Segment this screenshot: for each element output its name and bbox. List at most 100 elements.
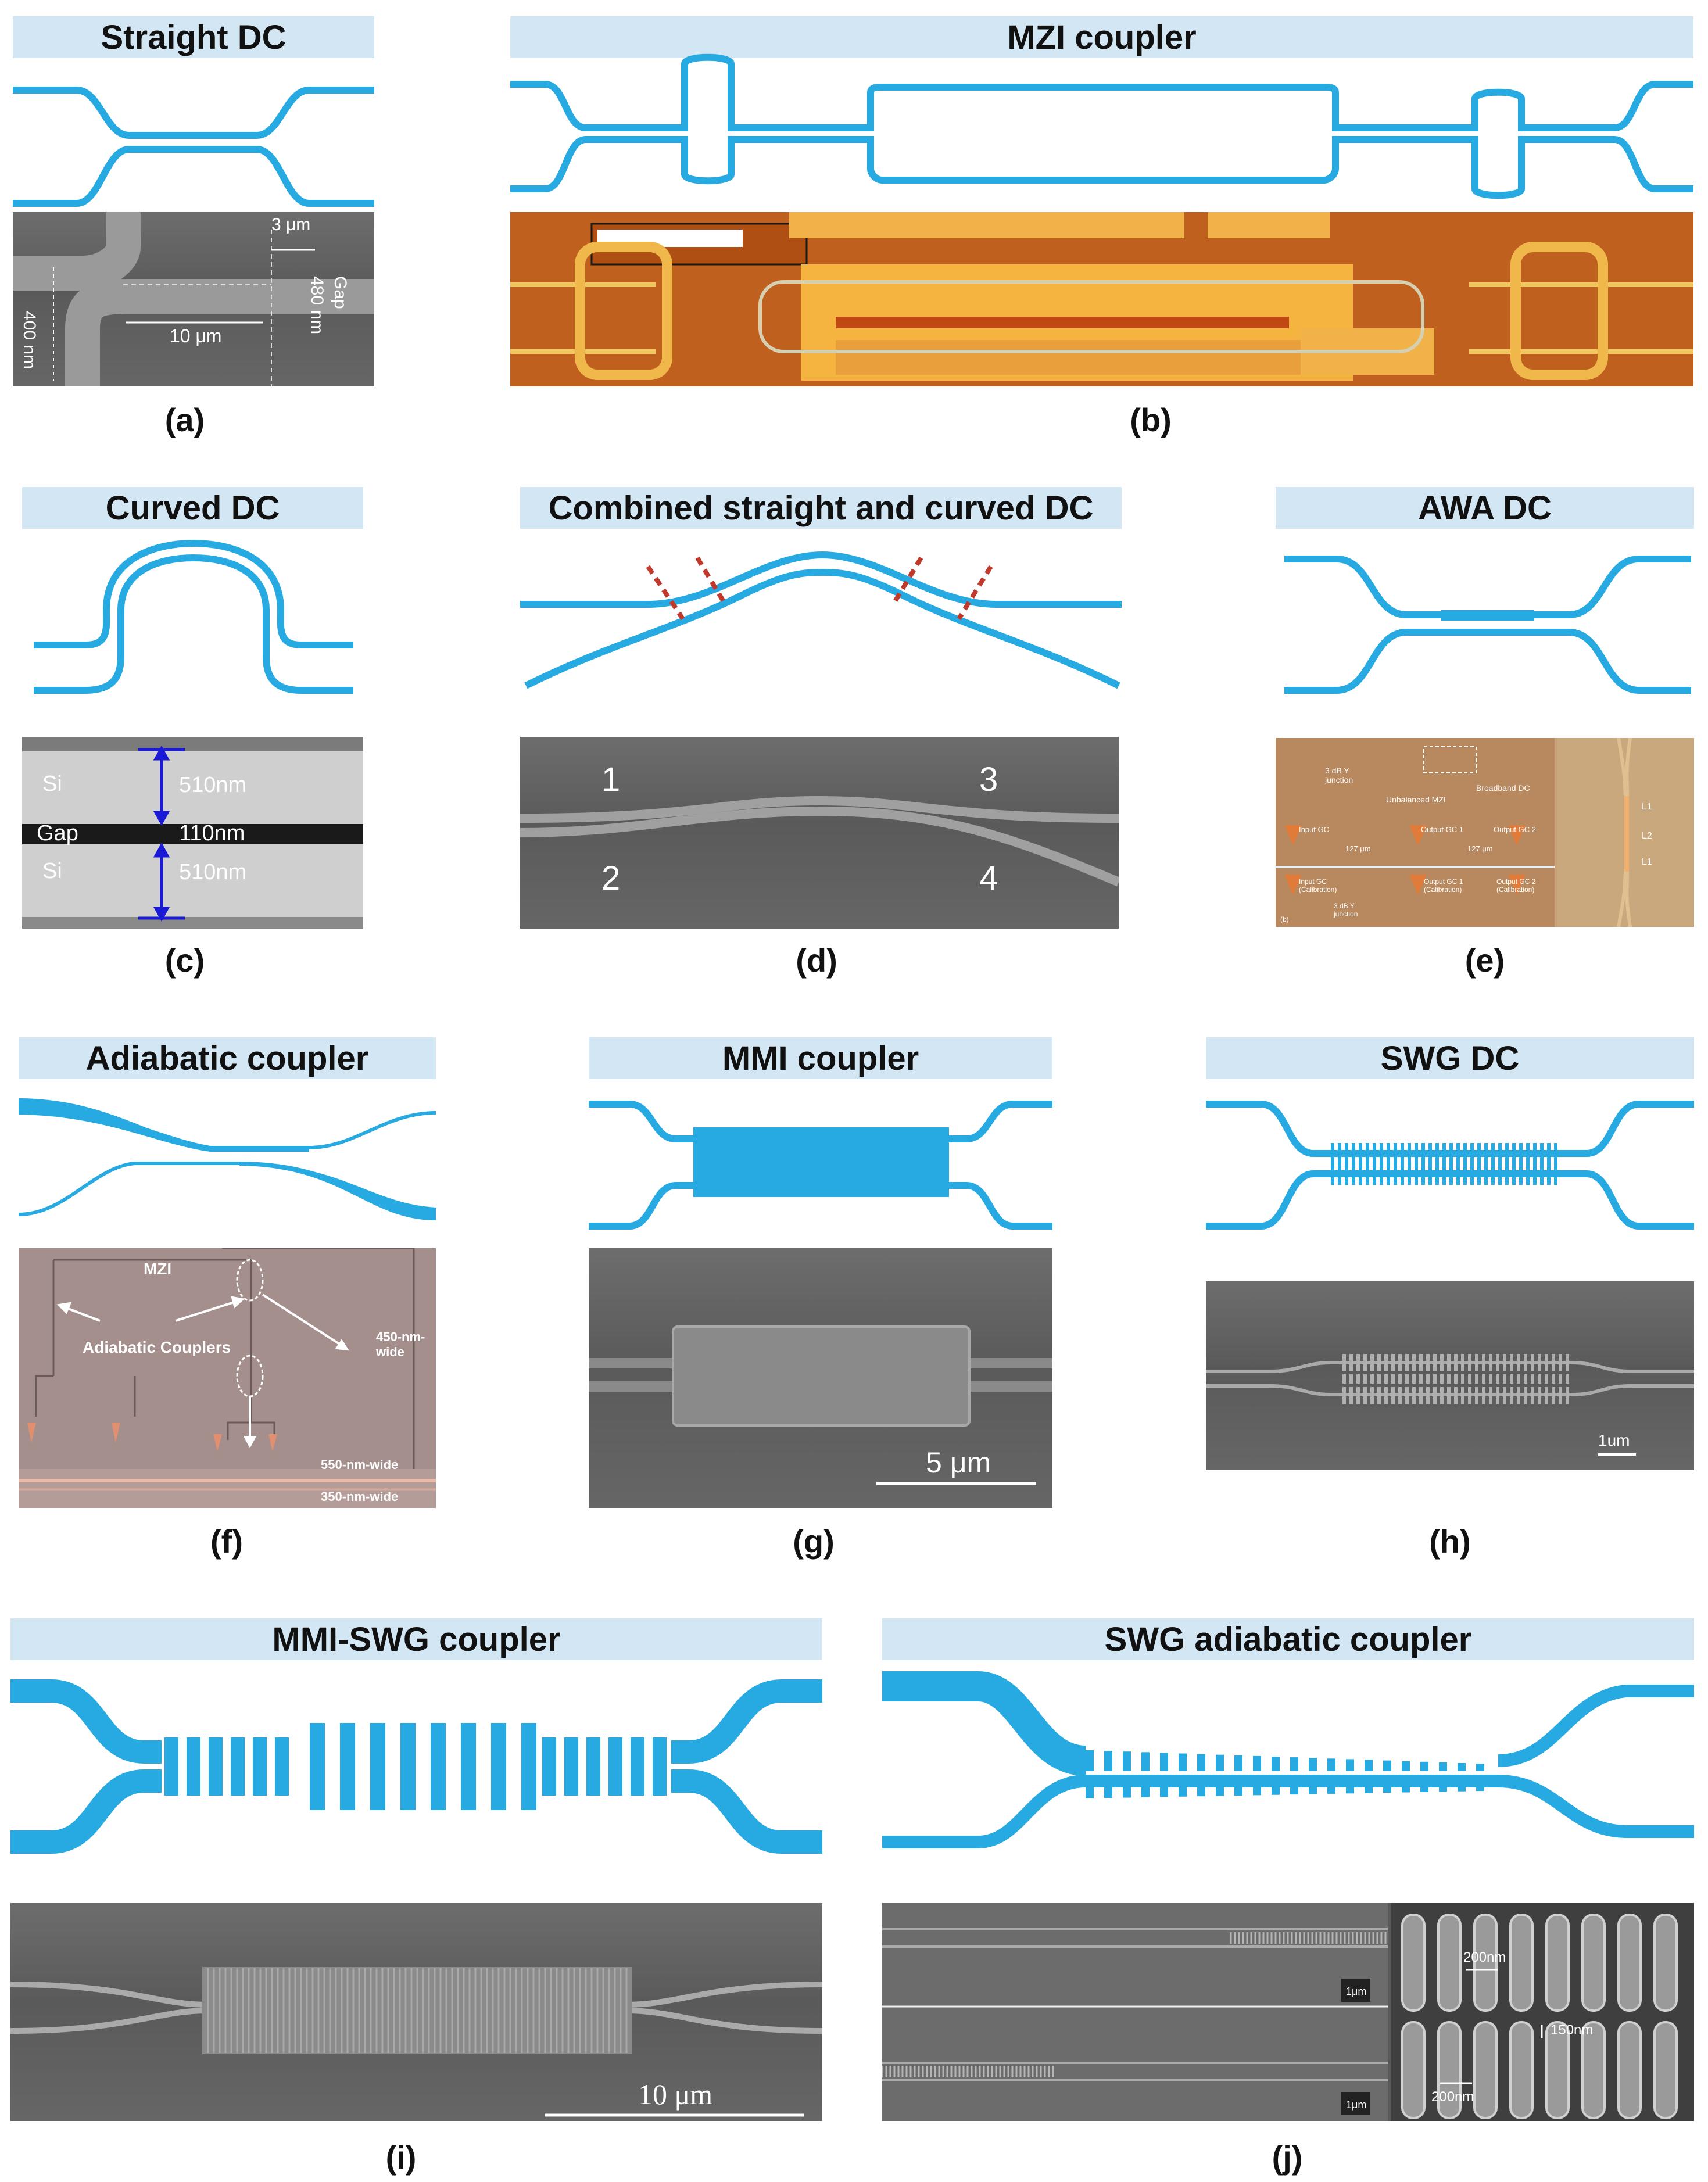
swg-tooth xyxy=(1439,1781,1447,1792)
swg-sem-tooth xyxy=(1538,1374,1541,1384)
swg-tooth xyxy=(1086,1750,1094,1771)
swg-sem-tooth xyxy=(1517,1354,1520,1371)
swg-tooth xyxy=(1234,1781,1242,1796)
swg-pillar xyxy=(1545,1914,1570,2012)
swg-tooth xyxy=(564,1737,578,1767)
caption-b: (b) xyxy=(1130,402,1172,438)
swg-pillar xyxy=(1581,2021,1606,2119)
swg-sem-tooth xyxy=(1377,1354,1381,1371)
swg-sem-tooth xyxy=(1524,1354,1527,1371)
mzi-coupler-micrograph xyxy=(510,212,1693,386)
swg-sem-tooth xyxy=(1461,1374,1464,1384)
swg-tooth xyxy=(1420,1781,1428,1792)
swg-tooth xyxy=(209,1737,223,1767)
swg-tooth xyxy=(1458,1781,1466,1792)
swg-sem-tooth xyxy=(1559,1374,1562,1384)
swg-tooth xyxy=(1420,1761,1428,1771)
port-4-label: 4 xyxy=(979,859,998,897)
swg-sem-tooth xyxy=(1342,1354,1346,1371)
output-gc1-label: Output GC 1 xyxy=(1421,825,1463,834)
length-label: 10 μm xyxy=(170,325,222,346)
swg-sem-tooth xyxy=(1552,1374,1555,1384)
combined-dc-sem: 1 2 3 4 xyxy=(520,737,1119,929)
swg-sem-tooth xyxy=(1524,1387,1527,1404)
swg-tooth xyxy=(209,1767,223,1796)
awa-dc-schematic xyxy=(1284,556,1691,694)
swg-tooth xyxy=(1476,1781,1484,1792)
sub-b-label: (b) xyxy=(1280,915,1289,923)
swg-sem-tooth xyxy=(1510,1387,1513,1404)
swg-pillar xyxy=(1401,1914,1426,2012)
mzi-label: MZI xyxy=(144,1260,172,1278)
swg-sem-tooth xyxy=(1440,1354,1444,1371)
swg-sem-tooth xyxy=(1370,1354,1374,1371)
swg-tooth xyxy=(253,1767,267,1796)
caption-c: (c) xyxy=(164,942,205,979)
swg-tooth xyxy=(231,1737,245,1767)
swg-sem-tooth xyxy=(1503,1387,1506,1404)
swg-tooth xyxy=(586,1767,600,1796)
swg-sem-tooth xyxy=(1356,1387,1360,1404)
swg-pillar xyxy=(1581,1914,1606,2012)
swg-sem-tooth xyxy=(1419,1387,1423,1404)
combined-dc-schematic xyxy=(520,551,1122,689)
swg-sem-tooth xyxy=(1363,1374,1367,1384)
swg-pillar xyxy=(1437,1914,1462,2012)
swg-sem-tooth xyxy=(1349,1387,1353,1404)
gap-label: Gap xyxy=(37,821,78,845)
swg-tooth xyxy=(491,1723,506,1810)
awa-dc-micrograph: 3 dB Y junction Unbalanced MZI Broadband… xyxy=(1276,738,1694,927)
caption-e: (e) xyxy=(1464,942,1505,979)
swg-sem-tooth xyxy=(1342,1374,1346,1384)
swg-tooth xyxy=(608,1737,622,1767)
swg-tooth xyxy=(608,1767,622,1796)
swg-tooth xyxy=(1415,1143,1418,1185)
swg-tooth xyxy=(1359,1143,1362,1185)
l1-bottom-label: L1 xyxy=(1642,857,1652,867)
output-gc1-cal-label: Output GC 1 (Calibration) xyxy=(1424,877,1463,894)
w350-label: 350-nm-wide xyxy=(321,1489,399,1504)
swg-tooth xyxy=(1519,1143,1523,1185)
swg-tooth xyxy=(1383,1781,1391,1793)
swg-tooth xyxy=(1442,1143,1446,1185)
swg-sem-tooth xyxy=(1447,1354,1451,1371)
swg-sem-tooth xyxy=(1454,1374,1458,1384)
swg-tooth xyxy=(1491,1143,1495,1185)
panel-i-title: MMI-SWG coupler xyxy=(10,1618,822,1660)
swg-sem-tooth xyxy=(1391,1354,1395,1371)
scale-bar-label: 1um xyxy=(1598,1431,1630,1449)
swg-tooth xyxy=(1179,1781,1187,1797)
panel-f-title: Adiabatic coupler xyxy=(19,1037,436,1079)
port-2-label: 2 xyxy=(601,859,621,897)
swg-tooth xyxy=(310,1723,325,1810)
swg-tooth xyxy=(253,1737,267,1767)
swg-sem-tooth xyxy=(1426,1387,1430,1404)
swg-sem-tooth xyxy=(1545,1354,1548,1371)
swg-sem-tooth xyxy=(1349,1374,1353,1384)
curved-dc-schematic xyxy=(34,539,353,694)
swg-tooth xyxy=(1309,1758,1317,1771)
swg-tooth xyxy=(1477,1143,1481,1185)
swg-pillar xyxy=(1617,1914,1642,2012)
swg-sem-tooth xyxy=(1531,1354,1534,1371)
swg-tooth xyxy=(631,1737,644,1767)
swg-sem-tooth xyxy=(1370,1374,1374,1384)
swg-tooth xyxy=(431,1723,446,1810)
swg-tooth xyxy=(1197,1754,1205,1771)
swg-sem-tooth xyxy=(1559,1354,1562,1371)
swg-tooth xyxy=(1484,1143,1488,1185)
swg-tooth xyxy=(1338,1143,1341,1185)
swg-tooth xyxy=(1435,1143,1439,1185)
swg-sem-tooth xyxy=(1482,1387,1485,1404)
swg-tooth xyxy=(586,1737,600,1767)
adiabatic-couplers-label: Adiabatic Couplers xyxy=(83,1338,231,1356)
period-label: 200nm xyxy=(1463,1950,1506,1965)
straight-dc-sem: 400 nm 10 μm 3 μm Gap 480 nm xyxy=(13,212,374,386)
swg-tooth xyxy=(1456,1143,1460,1185)
swg-pillar xyxy=(1437,2021,1462,2119)
swg-sem-tooth xyxy=(1363,1354,1367,1371)
swg-tooth xyxy=(1512,1143,1516,1185)
swg-pillar xyxy=(1509,2021,1534,2119)
swg-sem-tooth xyxy=(1552,1387,1555,1404)
swg-tooth xyxy=(631,1767,644,1796)
